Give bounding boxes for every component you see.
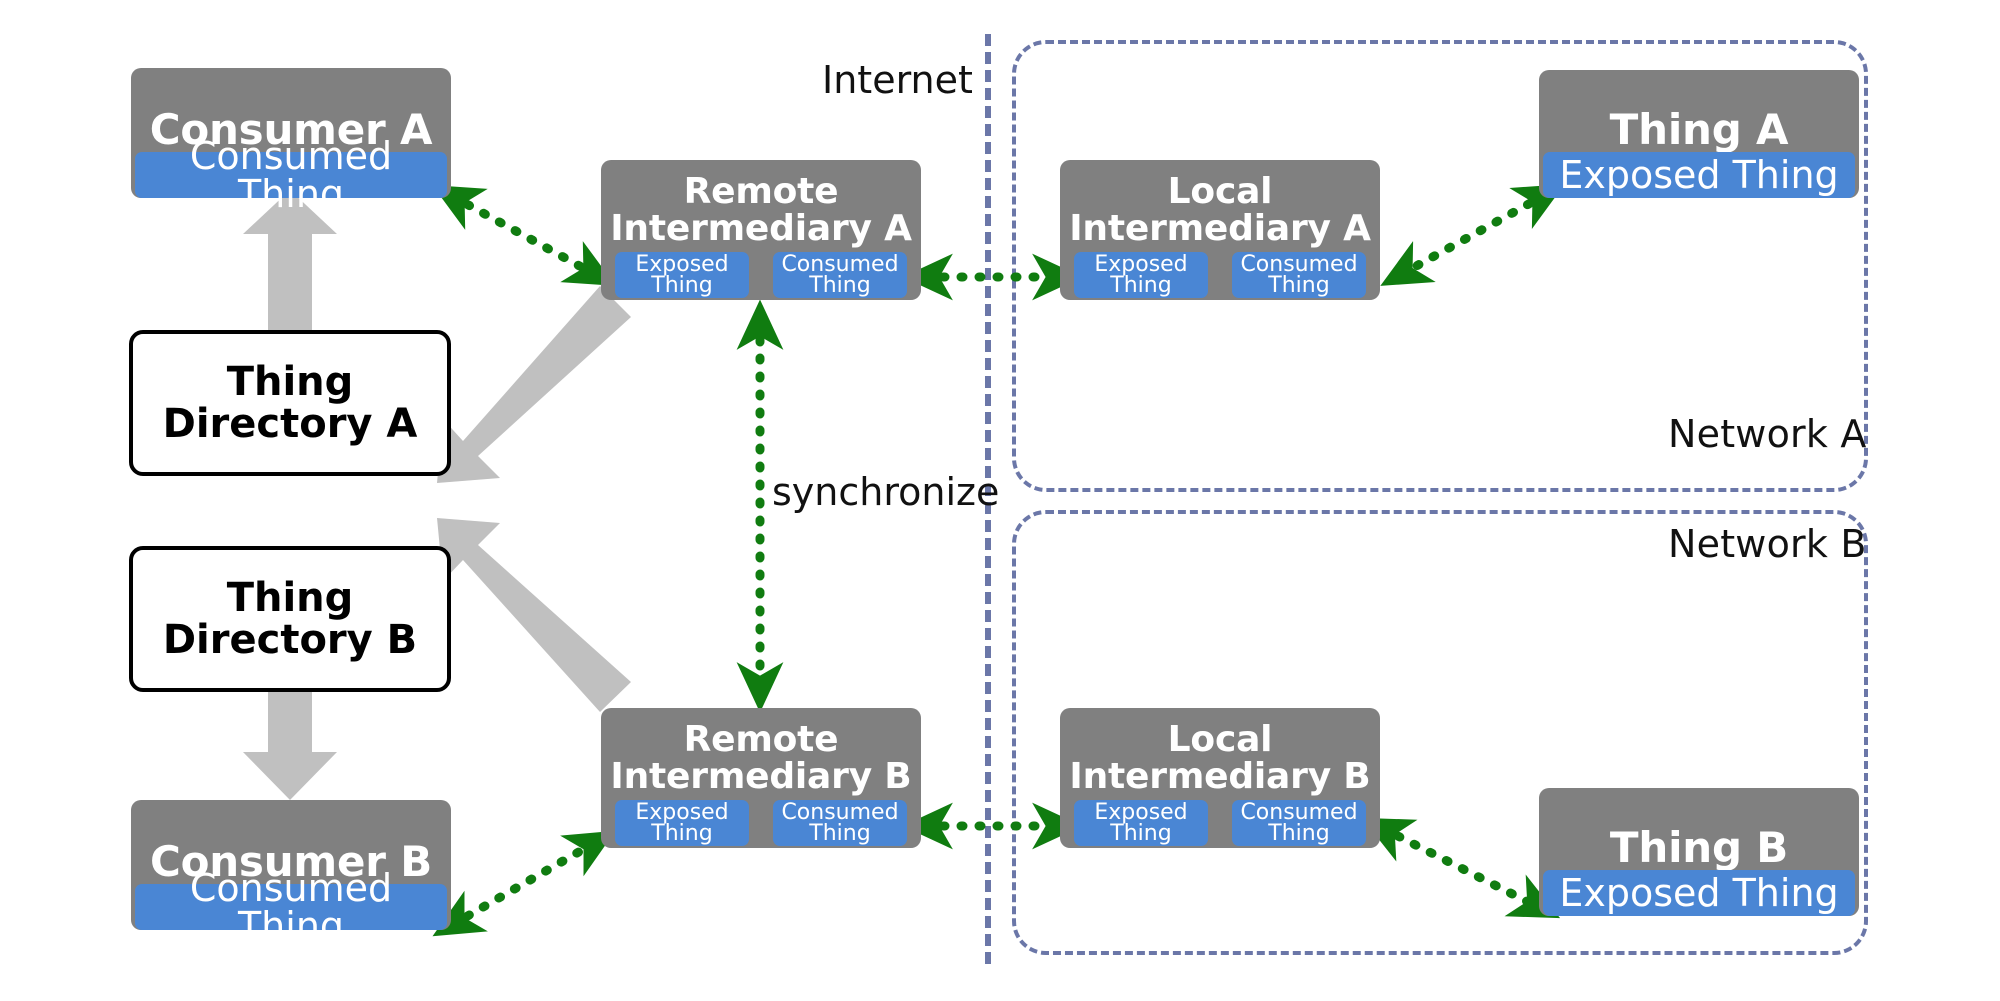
node-thing-directory-a[interactable]: Thing Directory A [129,330,451,476]
synchronize-label: synchronize [772,470,1000,514]
internet-divider [985,34,991,964]
consumer-b-title: Consumer B [149,837,433,886]
local-intermediary-b-title-line1: Local [1167,719,1273,760]
local-intermediary-b-title-line2: Intermediary B [1069,756,1371,798]
thing-b-badge-exposed-thing[interactable]: Exposed Thing [1543,870,1855,916]
badge-exposed-line2: Thing [1110,273,1172,298]
local-intermediary-b-badge-consumed-thing[interactable]: Consumed Thing [1232,800,1366,846]
consumer-a-badge-consumed-thing[interactable]: Consumed Thing [135,137,447,213]
node-thing-a[interactable]: Thing A Exposed Thing [1539,70,1859,198]
badge-exposed-line2: Thing [1110,821,1172,846]
remote-intermediary-a-badge-consumed-thing[interactable]: Consumed Thing [773,252,907,298]
node-thing-directory-b[interactable]: Thing Directory B [129,546,451,692]
link-consumer-a-remote-intermediary-a [432,185,616,286]
local-intermediary-a-title: Local Intermediary A [1060,173,1380,247]
thing-a-title: Thing A [1609,105,1789,154]
thing-directory-b-title: Thing Directory B [163,577,417,661]
badge-exposed-line1: Exposed [635,799,729,825]
badge-exposed-line1: Exposed [1094,799,1188,825]
node-remote-intermediary-a[interactable]: Remote Intermediary A Exposed Thing Cons… [601,160,921,300]
link-remote-intermediary-a-thing-directory-a [437,286,631,483]
local-intermediary-b-title: Local Intermediary B [1060,721,1380,795]
thing-directory-b-title-line1: Thing [226,575,354,621]
network-b-label: Network B [1668,522,1867,566]
remote-intermediary-b-badge-exposed-thing[interactable]: Exposed Thing [615,800,749,846]
local-intermediary-a-title-line1: Local [1167,171,1273,212]
internet-label: Internet [822,58,973,102]
remote-intermediary-b-title-line1: Remote [683,719,839,760]
node-consumer-a[interactable]: Consumer A Consumed Thing [131,68,451,213]
remote-intermediary-b-badge-consumed-thing[interactable]: Consumed Thing [773,800,907,846]
remote-intermediary-b-title: Remote Intermediary B [601,721,921,795]
badge-exposed-line2: Thing [651,821,713,846]
remote-intermediary-a-title-line2: Intermediary A [610,208,912,250]
badge-consumed-line1: Consumed [781,799,899,825]
link-consumer-b-remote-intermediary-b [432,830,616,937]
consumer-b-badge-consumed-thing[interactable]: Consumed Thing [135,869,447,945]
thing-directory-a-title-line1: Thing [226,359,354,405]
remote-intermediary-a-badge-exposed-thing[interactable]: Exposed Thing [615,252,749,298]
network-b-zone [1012,510,1868,955]
badge-consumed-line2: Thing [1268,821,1330,846]
badge-exposed-line1: Exposed [1094,251,1188,277]
badge-exposed-line1: Exposed [635,251,729,277]
node-local-intermediary-b[interactable]: Local Intermediary B Exposed Thing Consu… [1060,708,1380,848]
badge-consumed-line1: Consumed [1240,251,1358,277]
local-intermediary-b-badge-exposed-thing[interactable]: Exposed Thing [1074,800,1208,846]
node-local-intermediary-a[interactable]: Local Intermediary A Exposed Thing Consu… [1060,160,1380,300]
remote-intermediary-a-title-line1: Remote [683,171,839,212]
badge-consumed-line2: Thing [809,821,871,846]
consumer-a-title: Consumer A [149,105,433,154]
thing-a-badge-exposed-thing[interactable]: Exposed Thing [1543,152,1855,198]
network-a-label: Network A [1668,412,1867,456]
thing-directory-a-title: Thing Directory A [163,361,418,445]
thing-directory-a-title-line2: Directory A [162,401,418,447]
badge-consumed-line1: Consumed [1240,799,1358,825]
local-intermediary-a-badge-exposed-thing[interactable]: Exposed Thing [1074,252,1208,298]
badge-consumed-line2: Thing [809,273,871,298]
remote-intermediary-a-title: Remote Intermediary A [601,173,921,247]
thing-b-title: Thing B [1609,823,1789,872]
node-remote-intermediary-b[interactable]: Remote Intermediary B Exposed Thing Cons… [601,708,921,848]
link-remote-intermediary-b-thing-directory-b [437,518,631,712]
node-thing-b[interactable]: Thing B Exposed Thing [1539,788,1859,916]
local-intermediary-a-title-line2: Intermediary A [1069,208,1371,250]
badge-consumed-line2: Thing [1268,273,1330,298]
node-consumer-b[interactable]: Consumer B Consumed Thing [131,800,451,945]
badge-consumed-line1: Consumed [781,251,899,277]
badge-exposed-line2: Thing [651,273,713,298]
remote-intermediary-b-title-line2: Intermediary B [610,756,912,798]
thing-directory-b-title-line2: Directory B [162,617,418,663]
local-intermediary-a-badge-consumed-thing[interactable]: Consumed Thing [1232,252,1366,298]
